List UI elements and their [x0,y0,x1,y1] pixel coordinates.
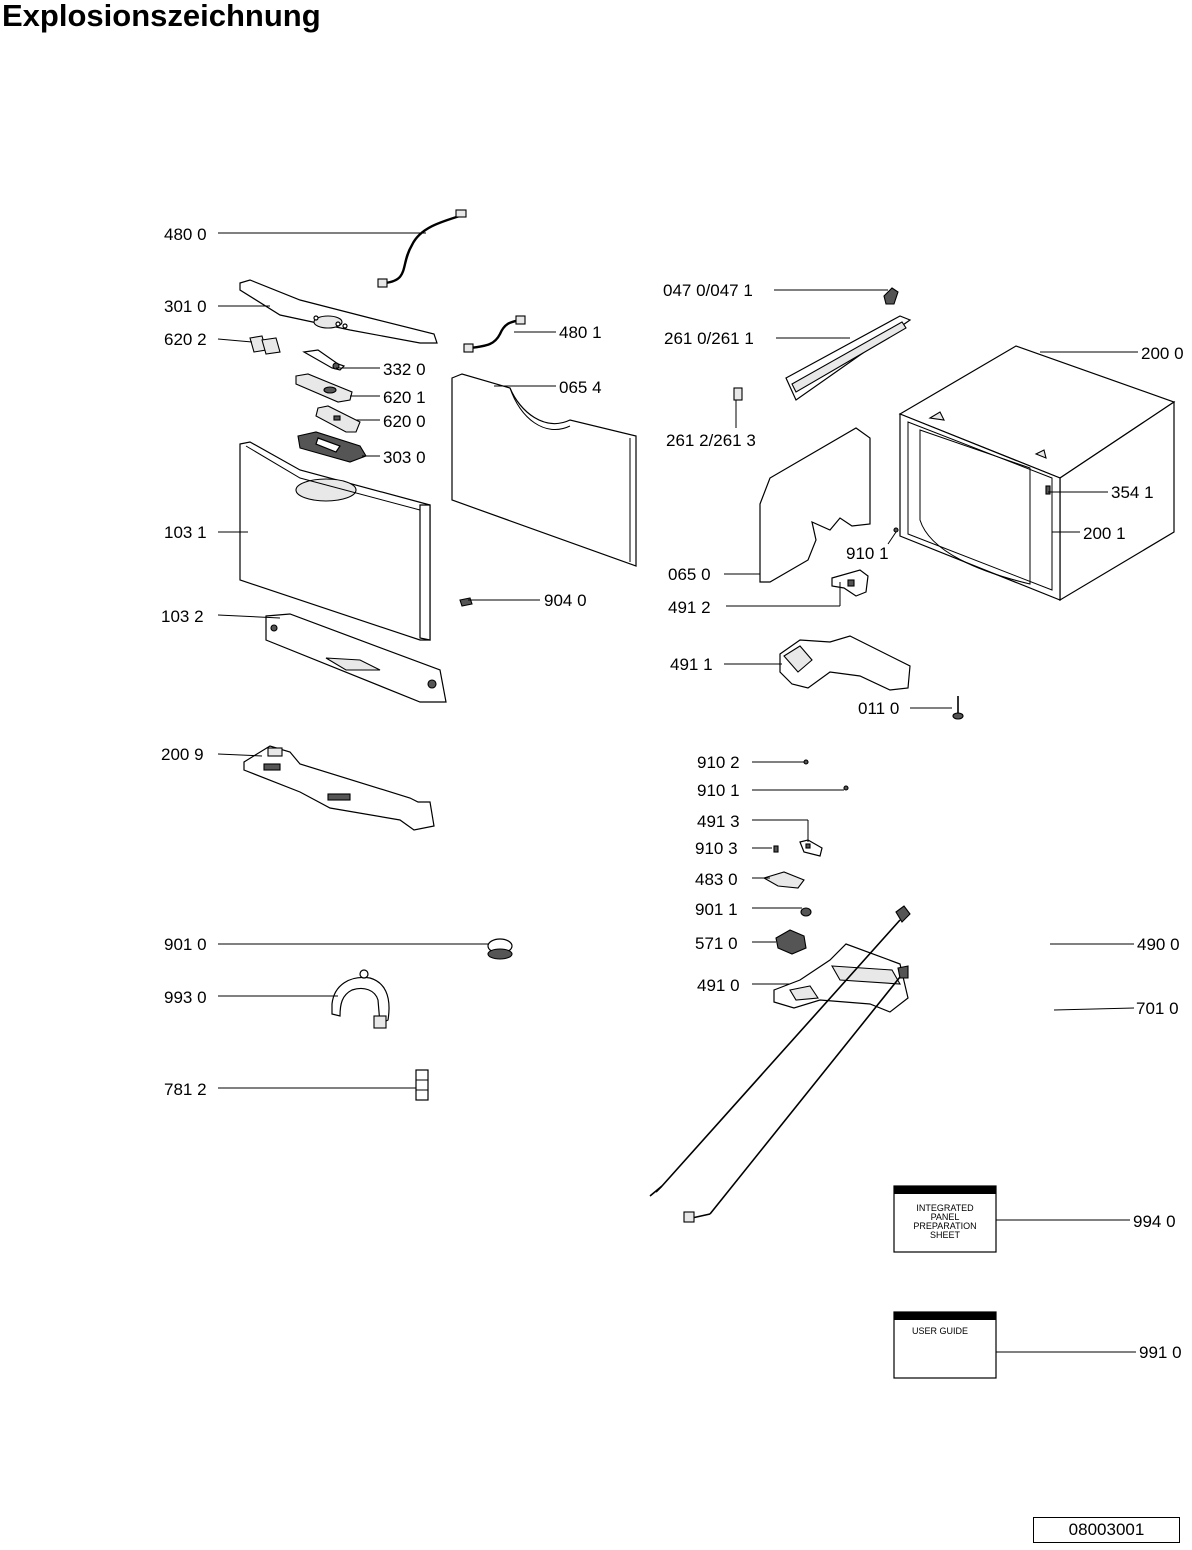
label-103-1: 103 1 [164,523,207,542]
part-065-4-panel [451,373,637,567]
label-200-9: 200 9 [161,745,204,764]
label-200-0: 200 0 [1141,344,1184,363]
part-303-0 [297,431,367,463]
label-354-1: 354 1 [1111,483,1154,502]
label-901-0: 901 0 [164,935,207,954]
part-261-2-clip [733,387,743,401]
label-065-0: 065 0 [668,565,711,584]
part-904-0-screw [459,597,473,607]
leader-lines [217,232,1138,1353]
part-483-0-part [762,871,805,889]
part-491-0-base [773,943,909,1013]
label-491-2: 491 2 [668,598,711,617]
label-910-1-a: 910 1 [846,544,889,563]
part-480-1-cable [463,315,526,353]
user-guide-title: USER GUIDE [912,1326,968,1336]
part-261-0-rail [785,315,912,401]
label-491-3: 491 3 [697,812,740,831]
part-200-0-cabinet [898,345,1176,602]
part-571-0-part [775,929,807,955]
part-910-1-screw-a [893,527,899,533]
part-781-2-fitting [415,1069,429,1101]
label-332-0: 332 0 [383,360,426,379]
doc-line-1: INTEGRATED [916,1203,974,1213]
part-901-0-clamp [487,938,513,960]
drawing-number-box: 08003001 [1033,1517,1180,1543]
part-491-2-bracket [831,569,869,597]
label-047-0: 047 0/047 1 [663,281,753,300]
label-901-1: 901 1 [695,900,738,919]
doc-line-4: SHEET [930,1230,961,1240]
part-065-0-panel [759,427,871,583]
label-200-1: 200 1 [1083,524,1126,543]
part-490-0-power-cord [649,905,911,1197]
part-103-1-door-panel [239,441,431,641]
label-910-2: 910 2 [697,753,740,772]
label-103-2: 103 2 [161,607,204,626]
label-910-3: 910 3 [695,839,738,858]
label-491-0: 491 0 [697,976,740,995]
user-guide-booklet: USER GUIDE [893,1311,997,1379]
label-480-0: 480 0 [164,225,207,244]
label-303-0: 303 0 [383,448,426,467]
label-261-0: 261 0/261 1 [664,329,754,348]
label-994-0: 994 0 [1133,1212,1176,1231]
label-701-0: 701 0 [1136,999,1179,1018]
label-620-0: 620 0 [383,412,426,431]
label-904-0: 904 0 [544,591,587,610]
doc-line-2: PANEL [931,1212,960,1222]
part-910-1-screw-b [843,785,849,791]
label-620-1: 620 1 [383,388,426,407]
label-301-0: 301 0 [164,297,207,316]
part-993-0-holder [331,969,390,1029]
label-480-1: 480 1 [559,323,602,342]
doc-line-3: PREPARATION [913,1221,976,1231]
part-047-0-bracket [883,287,899,305]
part-103-2-door-bottom [265,613,447,703]
label-991-0: 991 0 [1139,1343,1182,1362]
part-491-3-part [799,839,823,857]
label-910-1-b: 910 1 [697,781,740,800]
panel-preparation-sheet: INTEGRATED PANEL PREPARATION SHEET [893,1185,997,1253]
part-901-1-clamp [800,907,812,917]
label-781-2: 781 2 [164,1080,207,1099]
page-title: Explosionszeichnung [2,0,321,33]
label-491-1: 491 1 [670,655,713,674]
label-571-0: 571 0 [695,934,738,953]
label-490-0: 490 0 [1137,935,1180,954]
label-065-4: 065 4 [559,378,602,397]
part-480-0-cable [377,209,467,288]
label-011-0: 011 0 [858,699,899,718]
part-620-1 [295,373,353,403]
part-620-0 [315,405,361,433]
part-701-0-hose [683,965,909,1223]
part-910-3-screw [773,845,779,853]
label-620-2: 620 2 [164,330,207,349]
part-200-9 [243,745,435,831]
part-301-0-control-panel [239,279,438,344]
label-483-0: 483 0 [695,870,738,889]
part-620-2 [249,335,281,355]
label-261-2: 261 2/261 3 [666,431,756,450]
part-910-2-screw [803,759,809,765]
part-332-0 [302,349,346,371]
part-labels: 480 0 301 0 620 2 332 0 620 1 620 0 303 … [161,225,1184,1362]
part-011-0-pin [952,696,964,720]
part-491-1-bracket [779,635,911,691]
label-993-0: 993 0 [164,988,207,1007]
